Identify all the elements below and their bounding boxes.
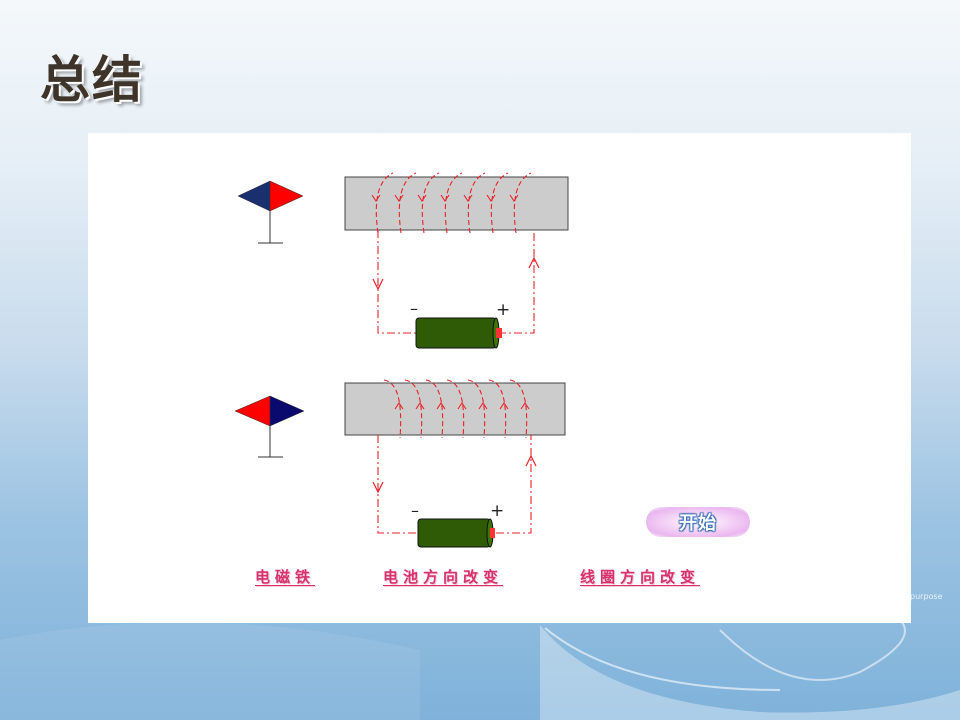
battery-bottom [417,518,495,548]
battery-bottom-minus-sign: – [411,501,419,520]
coil-top-arrows [371,194,519,202]
compass-top-red-half [269,180,304,212]
label-coil-direction[interactable]: 线圈方向改变 [580,568,701,586]
battery-bottom-terminal [490,528,495,538]
coil-top [375,172,532,234]
compass-bottom-red-half [234,395,271,427]
wire-bottom-arrow-up [525,454,537,467]
label-battery-direction[interactable]: 电池方向改变 [383,568,504,586]
iron-core-top [344,176,569,231]
start-button[interactable]: 开始 [646,507,750,537]
slide-title: 总结 [40,50,144,109]
battery-top-plus-sign: + [496,300,510,320]
coil-bottom [383,379,528,439]
wire-top-arrow-up [528,256,540,269]
wire-top-arrow-down [372,278,384,291]
circuit-wire-top [377,230,535,334]
coil-bottom-arrows [394,402,530,410]
battery-top-terminal [496,328,502,338]
compass-top-navy-half [237,180,271,212]
compass-bottom [234,395,305,458]
compass-bottom-blue-half [269,395,305,427]
battery-bottom-plus-sign: + [490,501,504,521]
wire-bottom-arrow-down [372,481,384,494]
label-electromagnet[interactable]: 电磁铁 [255,568,316,586]
diagram-panel: – + [88,133,911,623]
electromagnet-diagram: – + [234,172,569,548]
background-corner-text: purpose [910,592,943,601]
battery-top-minus-sign: – [410,299,418,318]
compass-top [237,180,304,244]
battery-top [415,317,502,349]
circuit-wire-bottom [377,435,532,534]
iron-core-bottom [344,382,566,436]
